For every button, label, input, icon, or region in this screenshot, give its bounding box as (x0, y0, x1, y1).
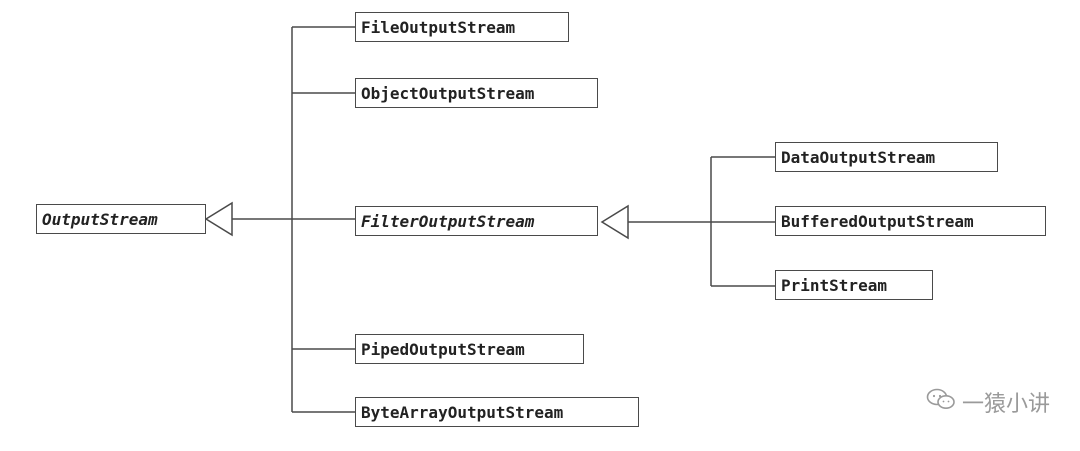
class-label: PrintStream (781, 275, 887, 295)
class-label: OutputStream (42, 209, 158, 229)
wechat-icon (926, 387, 956, 417)
class-object-output-stream: ObjectOutputStream (355, 78, 598, 108)
class-label: FileOutputStream (361, 17, 516, 37)
watermark: 一猿小讲 (926, 386, 1050, 418)
class-output-stream: OutputStream (36, 204, 206, 234)
watermark-text: 一猿小讲 (961, 392, 1050, 417)
class-buffered-output-stream: BufferedOutputStream (775, 206, 1046, 236)
class-label: ObjectOutputStream (361, 83, 535, 103)
class-print-stream: PrintStream (775, 270, 933, 300)
class-filter-output-stream: FilterOutputStream (355, 206, 598, 236)
class-label: ByteArrayOutputStream (361, 402, 564, 422)
class-label: PipedOutputStream (361, 339, 525, 359)
class-byte-array-output-stream: ByteArrayOutputStream (355, 397, 639, 427)
class-label: BufferedOutputStream (781, 211, 974, 231)
class-data-output-stream: DataOutputStream (775, 142, 998, 172)
generalization-arrow (600, 204, 629, 240)
class-piped-output-stream: PipedOutputStream (355, 334, 584, 364)
generalization-arrow (204, 201, 233, 237)
class-label: FilterOutputStream (361, 211, 535, 231)
class-label: DataOutputStream (781, 147, 936, 167)
class-file-output-stream: FileOutputStream (355, 12, 569, 42)
